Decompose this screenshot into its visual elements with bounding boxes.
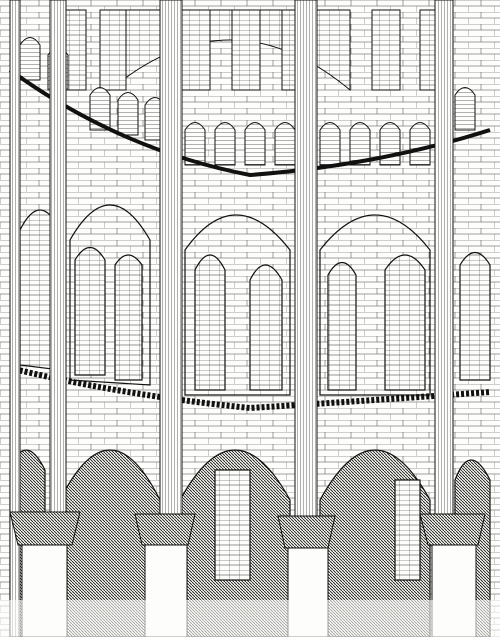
string-course-upper	[8, 68, 491, 178]
triforium-arcade	[19, 37, 476, 166]
clerestory-windows	[59, 9, 449, 92]
foliage-string-course	[9, 365, 491, 412]
clustered-piers	[9, 0, 454, 637]
foliate-capitals	[9, 511, 486, 549]
floor	[0, 600, 500, 637]
